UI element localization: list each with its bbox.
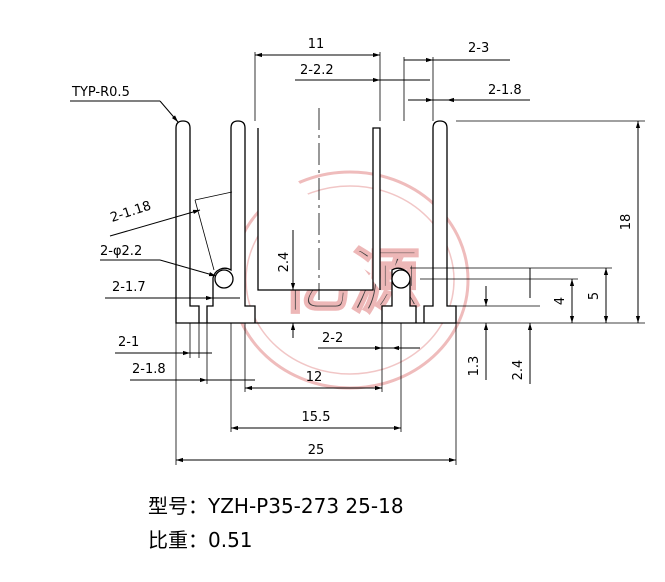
dim-18: 18 [619,214,634,231]
dim-2-2-2: 2-2.2 [300,63,334,78]
dim-2-phi-2-2: 2-φ2.2 [100,244,142,259]
heatsink-profile [175,120,457,324]
heatsink-drawing: 亿源 11 2-3 2-2.2 2-1.8 TYP-R0.5 [70,37,645,465]
dim-group-top: 11 2-3 2-2.2 2-1.8 [254,37,530,121]
weight-caption: 比重：0.51 [148,528,253,552]
dim-2-4-right: 2.4 [511,360,526,381]
dim-2-3: 2-3 [468,41,489,56]
dim-15-5: 15.5 [302,410,331,425]
dim-group-middle: 2.4 2-2 [277,230,420,351]
dim-group-right: 18 5 4 1.3 2.4 [410,120,645,384]
dim-5: 5 [587,292,602,300]
dim-group-bottom: 12 15.5 25 [175,323,457,465]
dim-11: 11 [308,37,325,52]
model-caption: 型号：YZH-P35-273 25-18 [148,494,404,518]
dim-12: 12 [306,370,323,385]
dim-2-1-8-left: 2-1.8 [132,362,166,377]
note-typ-r: TYP-R0.5 [71,85,130,100]
dim-2-1: 2-1 [118,335,139,350]
inner-fin-left [257,127,381,291]
dim-1-3: 1.3 [467,356,482,377]
dim-4: 4 [553,297,568,305]
hole-right [391,269,411,289]
dim-2-4-mid: 2.4 [277,252,292,273]
dim-2-1-8-top: 2-1.8 [488,83,522,98]
note-group: TYP-R0.5 [70,85,179,123]
dim-2-2-mid: 2-2 [322,331,343,346]
dim-25: 25 [308,443,325,458]
hole-left [214,269,234,289]
dim-2-1-7: 2-1.7 [112,280,146,295]
dim-2-1-18: 2-1.18 [109,199,154,226]
